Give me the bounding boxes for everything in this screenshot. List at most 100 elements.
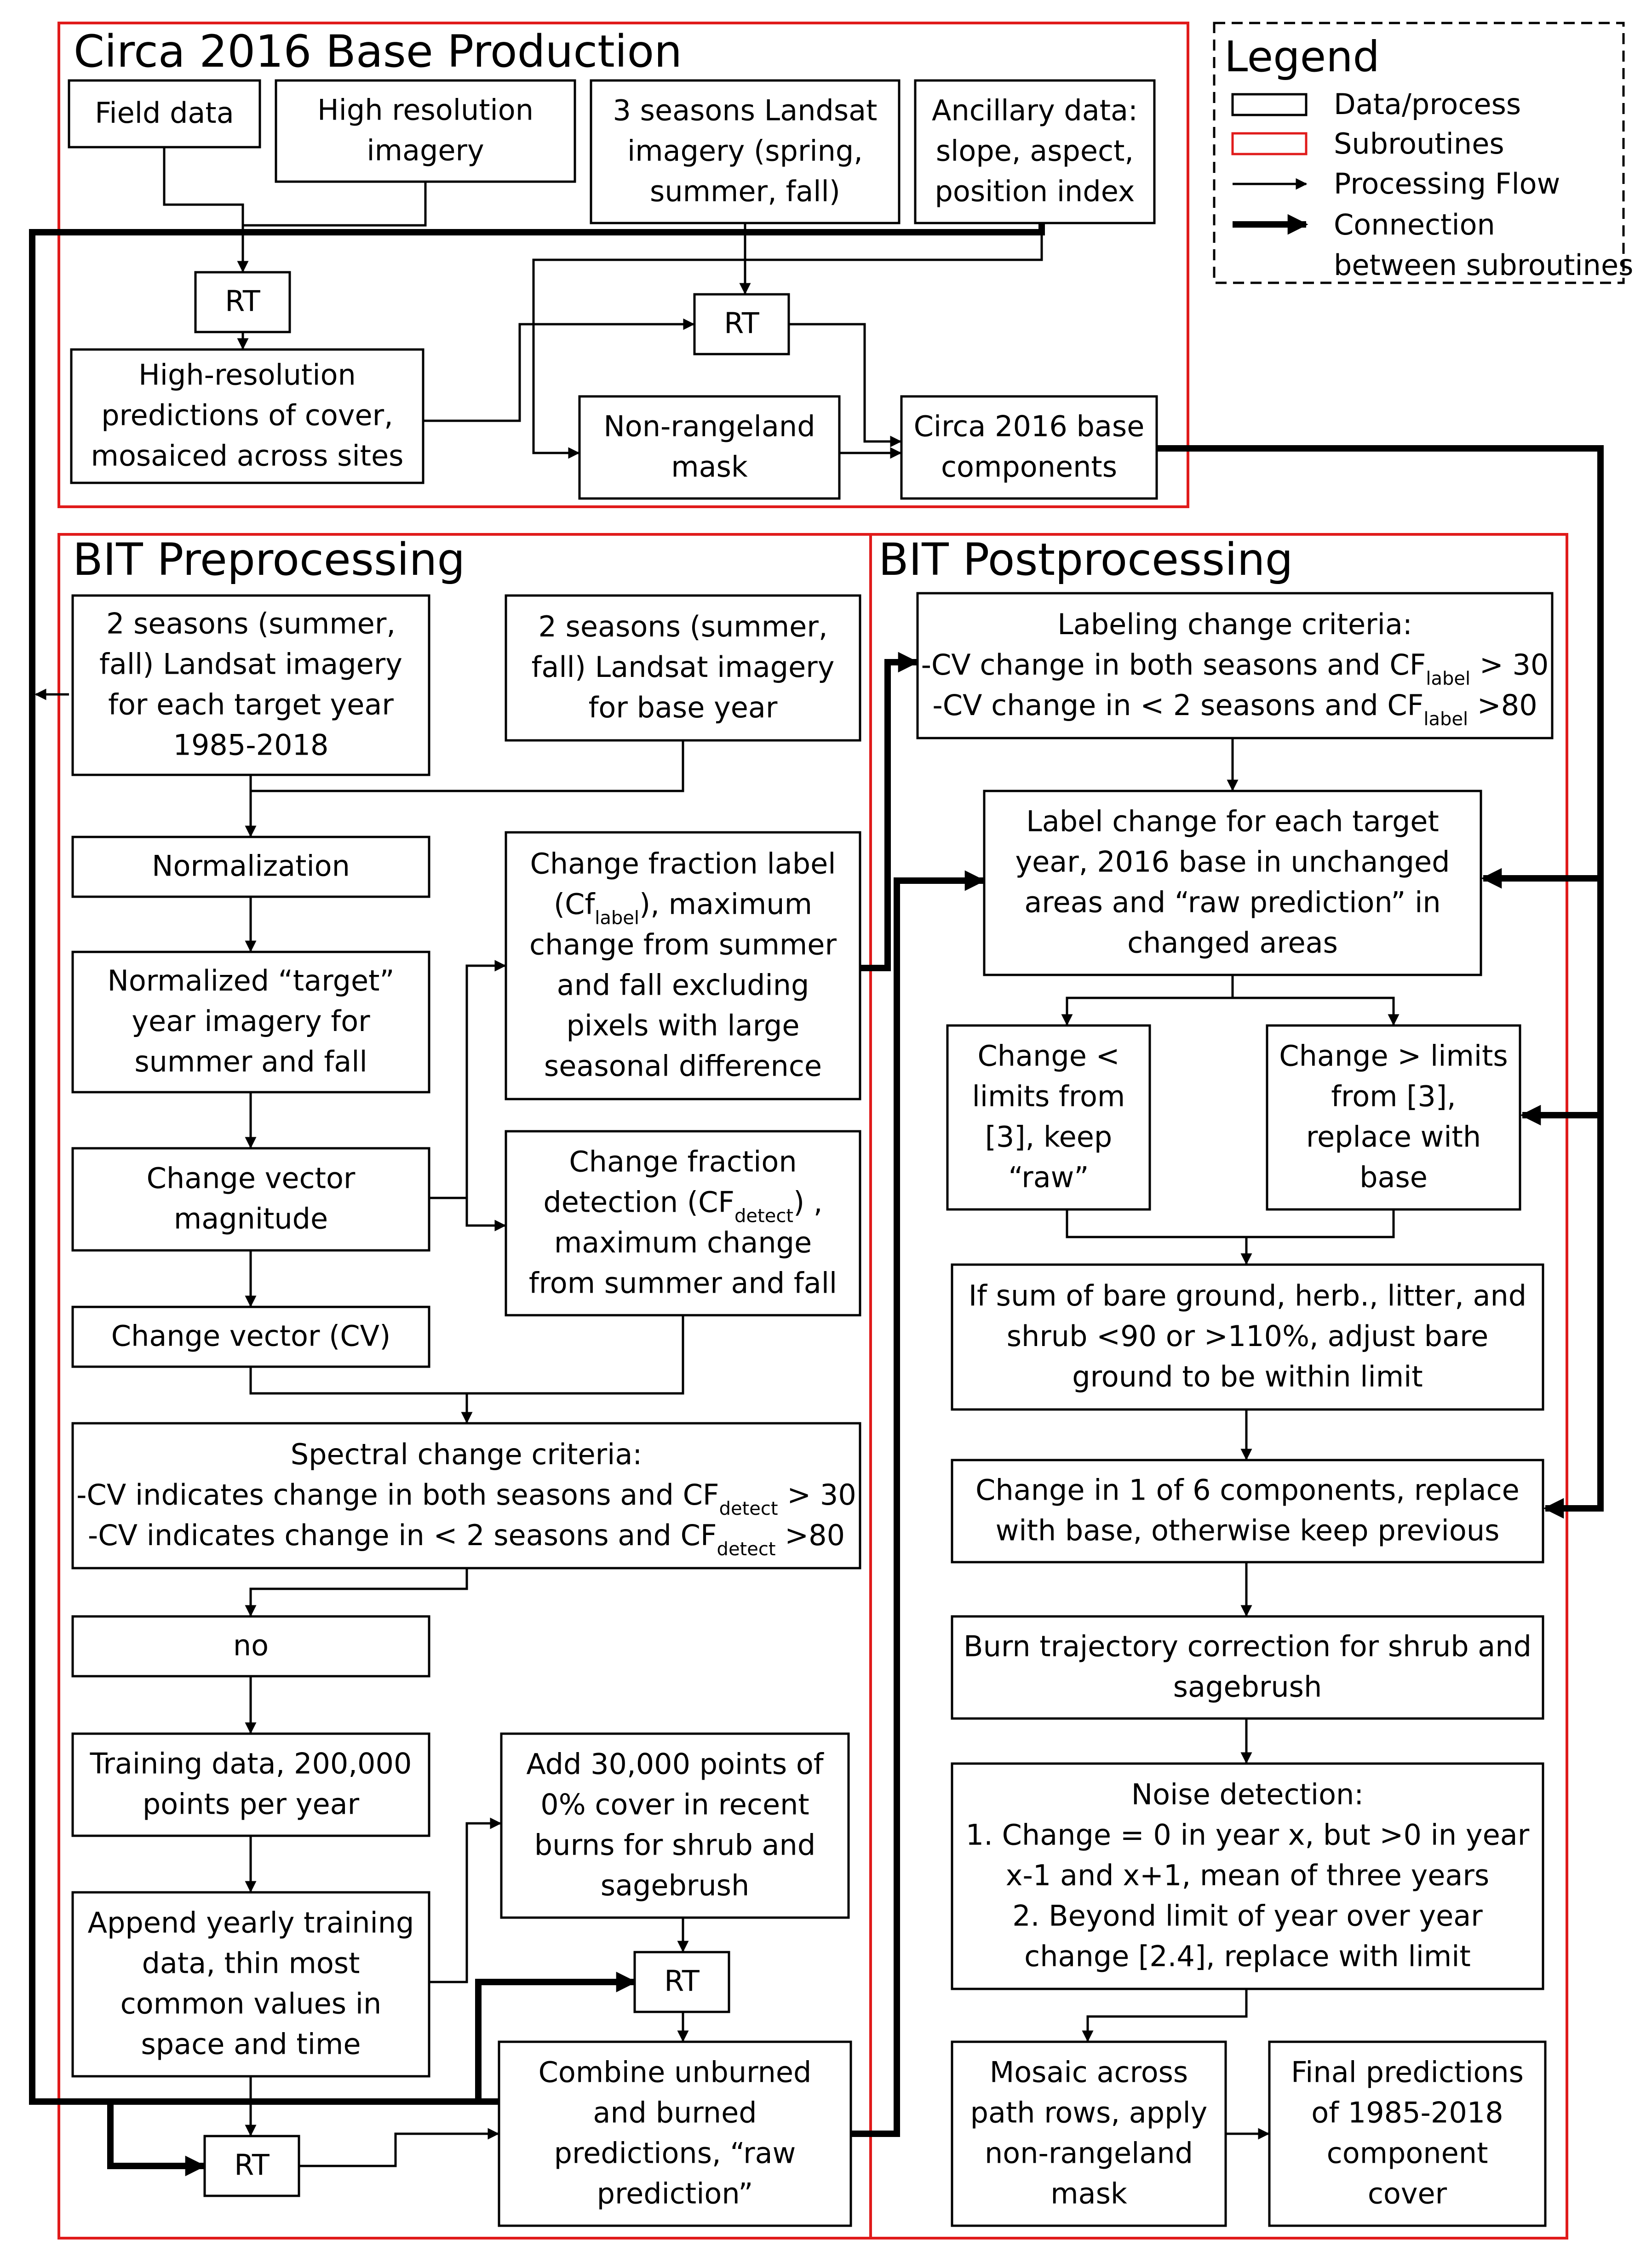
box-normalization-frame xyxy=(71,836,430,898)
flow-ancillary-to-mask xyxy=(532,223,1043,459)
box-change-fraction-label-line-1: (Cflabel), maximum xyxy=(554,887,812,928)
box-spectral-criteria-line-0: Spectral change criteria: xyxy=(291,1438,642,1471)
subroutine-base-title: Circa 2016 Base Production xyxy=(74,26,682,77)
box-add-points-line-2: burns for shrub and xyxy=(534,1828,815,1862)
box-labeling-criteria-line-0: Labeling change criteria: xyxy=(1057,607,1412,641)
box-target-year-imagery: 2 seasons (summer,fall) Landsat imageryf… xyxy=(71,594,430,776)
box-rt-base-2-line-0: RT xyxy=(724,306,760,340)
flow-field-to-rt xyxy=(163,147,249,273)
flow-rt2-to-combine xyxy=(299,2128,499,2167)
box-high-res-imagery-line-0: High resolution xyxy=(317,93,533,126)
box-ancillary-line-1: slope, aspect, xyxy=(936,134,1134,167)
box-sum-adjust-line-1: shrub <90 or >110%, adjust bare xyxy=(1007,1319,1489,1353)
box-final-predictions-frame xyxy=(1268,2040,1547,2227)
flow-cvmag-to-cflabel xyxy=(429,960,506,1199)
box-change-vector-line-0: Change vector (CV) xyxy=(111,1319,391,1352)
box-base-year-imagery-line-0: 2 seasons (summer, xyxy=(538,610,827,643)
box-add-points-line-1: 0% cover in recent xyxy=(540,1787,809,1821)
legend-subroutines-label: Subroutines xyxy=(1334,127,1504,160)
box-rt-base-1-frame xyxy=(194,271,291,333)
box-final-predictions-line-1: of 1985-2018 xyxy=(1311,2096,1503,2129)
box-change-less-line-0: Change < xyxy=(977,1039,1119,1072)
box-burn-trajectory-line-1: sagebrush xyxy=(1173,1670,1322,1703)
flow-highres-join xyxy=(243,182,427,227)
box-rt-pre-1-frame xyxy=(633,1951,730,2013)
box-change-fraction-label-frame xyxy=(505,831,861,1100)
box-field-data-line-0: Field data xyxy=(95,96,234,130)
box-change-fraction-label-line-5: seasonal difference xyxy=(544,1049,822,1083)
legend-frame xyxy=(1213,22,1625,284)
box-base-year-imagery-line-1: fall) Landsat imagery xyxy=(532,650,835,684)
box-rt-pre-1-line-0: RT xyxy=(664,1964,700,1998)
box-no: no xyxy=(71,1615,430,1678)
box-noise-detection-line-2: x-1 and x+1, mean of three years xyxy=(1006,1858,1489,1892)
box-cv-magnitude-frame xyxy=(71,1147,430,1252)
box-change-vector: Change vector (CV) xyxy=(71,1306,430,1368)
box-change-less-line-3: “raw” xyxy=(1008,1160,1089,1194)
box-change-greater-frame xyxy=(1266,1024,1521,1211)
flow-baseyear-join xyxy=(251,740,684,792)
box-high-res-predictions-line-0: High-resolution xyxy=(138,358,356,391)
box-cv-magnitude-line-0: Change vector xyxy=(147,1161,356,1195)
connection-to-rt2 xyxy=(107,2102,206,2177)
legend-title: Legend xyxy=(1224,32,1380,81)
box-change-fraction-detect-line-1: detection (CFdetect) , xyxy=(543,1185,822,1226)
box-training-data-line-0: Training data, 200,000 xyxy=(90,1747,412,1780)
box-base-components-frame xyxy=(900,395,1158,500)
box-combine-line-1: and burned xyxy=(593,2096,757,2129)
connection-cflabel-to-labeling xyxy=(860,652,919,971)
subroutine-post-title: BIT Postprocessing xyxy=(878,534,1293,585)
box-normalized-imagery-frame xyxy=(71,951,430,1094)
box-append-training-line-1: data, thin most xyxy=(142,1946,360,1980)
box-change-fraction-label-line-4: pixels with large xyxy=(566,1008,799,1042)
box-label-change-line-1: year, 2016 base in unchanged xyxy=(1015,845,1450,878)
box-sum-adjust-line-0: If sum of bare ground, herb., litter, an… xyxy=(969,1279,1526,1312)
box-combine-line-2: predictions, “raw xyxy=(554,2136,796,2170)
flow-predictions-to-rt2 xyxy=(423,318,695,422)
box-non-rangeland-mask-frame xyxy=(578,395,841,500)
box-spectral-criteria: Spectral change criteria: -CV indicates c… xyxy=(71,1422,861,1570)
box-change-fraction-label-line-3: and fall excluding xyxy=(557,968,809,1002)
flow-labelchange-to-less xyxy=(1061,975,1234,1026)
box-label-change-line-3: changed areas xyxy=(1127,926,1338,959)
box-add-points: Add 30,000 points of 0% cover in recent bu… xyxy=(500,1732,850,1919)
box-base-year-imagery-line-2: for base year xyxy=(589,691,778,724)
box-normalized-imagery-line-0: Normalized “target” xyxy=(107,964,394,997)
box-target-year-imagery-frame xyxy=(71,594,430,776)
legend-connection-label: Connection xyxy=(1334,208,1495,241)
box-change-fraction-detect-line-0: Change fraction xyxy=(569,1145,797,1178)
legend-connection-label-2: between subroutines xyxy=(1334,248,1633,282)
box-change-1-of-6-line-0: Change in 1 of 6 components, replace xyxy=(975,1473,1520,1507)
box-field-data-frame xyxy=(68,79,261,149)
box-append-training-line-0: Append yearly training xyxy=(88,1906,414,1939)
box-noise-detection: Noise detection: 1. Change = 0 in year x,… xyxy=(951,1762,1544,1990)
box-normalized-imagery: Normalized “target”year imagery forsumme… xyxy=(71,951,430,1094)
box-high-res-imagery-frame xyxy=(275,79,576,183)
box-noise-detection-line-0: Noise detection: xyxy=(1131,1777,1364,1811)
box-noise-detection-line-4: change [2.4], replace with limit xyxy=(1024,1939,1471,1973)
box-high-res-predictions-line-1: predictions of cover, xyxy=(101,398,393,432)
connection-to-rt1 xyxy=(475,1971,637,2102)
box-non-rangeland-mask-line-1: mask xyxy=(671,450,748,483)
box-change-1-of-6: Change in 1 of 6 components, replacewith… xyxy=(951,1459,1544,1564)
box-no-frame xyxy=(71,1615,430,1678)
subroutine-post-frame xyxy=(869,533,1568,2240)
box-combine-line-0: Combine unburned xyxy=(539,2055,812,2089)
legend-subroutines-swatch xyxy=(1231,132,1308,155)
box-burn-trajectory-frame xyxy=(951,1615,1544,1720)
box-spectral-criteria-line-1: -CV indicates change in both seasons and… xyxy=(76,1478,856,1519)
box-labeling-criteria-frame xyxy=(916,592,1554,739)
box-change-greater-line-1: from [3], xyxy=(1331,1079,1456,1113)
box-field-data: Field data xyxy=(68,79,261,149)
box-change-less-line-2: [3], keep xyxy=(985,1120,1113,1153)
box-non-rangeland-mask-line-0: Non-rangeland xyxy=(603,409,815,443)
box-labeling-criteria: Labeling change criteria:-CV change in b… xyxy=(916,592,1554,739)
box-label-change-line-2: areas and “raw prediction” in xyxy=(1024,885,1440,919)
box-final-predictions-line-2: component xyxy=(1327,2136,1488,2170)
box-noise-detection-line-1: 1. Change = 0 in year x, but >0 in year xyxy=(966,1818,1530,1851)
box-add-points-line-0: Add 30,000 points of xyxy=(526,1747,824,1781)
flow-rt2-to-components xyxy=(789,323,902,447)
